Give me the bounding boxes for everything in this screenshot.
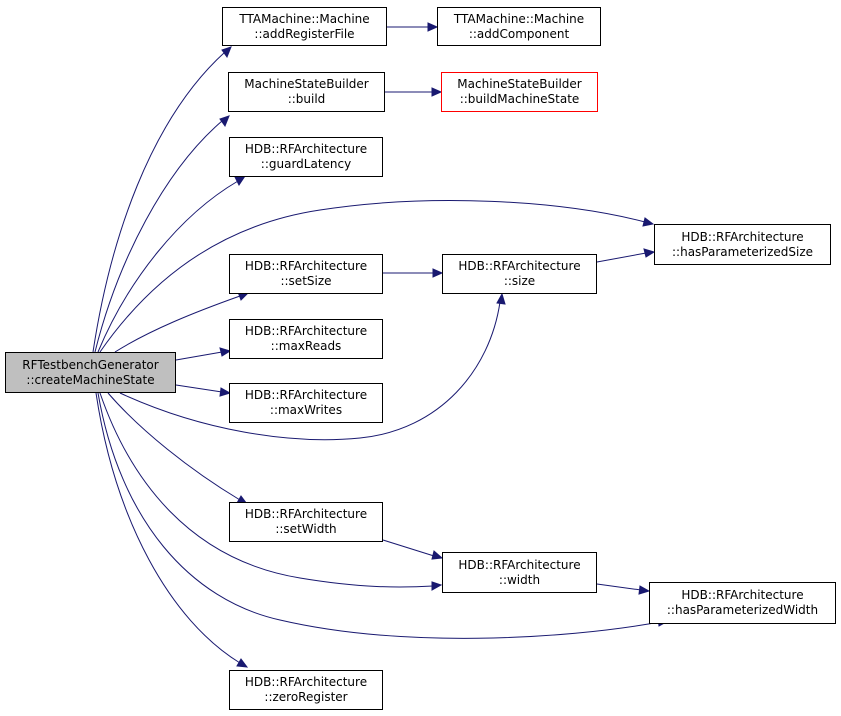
- node-line2: ::size: [503, 274, 536, 288]
- node-line1: HDB::RFArchitecture: [681, 229, 804, 244]
- edge-arrowhead: [431, 581, 443, 591]
- node-line1: HDB::RFArchitecture: [244, 388, 368, 402]
- edge-root-to-msb-build: [94, 120, 223, 353]
- edge-arrowhead: [642, 217, 655, 227]
- node-size[interactable]: HDB::RFArchitecture ::size: [442, 254, 597, 294]
- node-line1: MachineStateBuilder: [244, 77, 369, 91]
- edge-size-to-has-parameterized-size: [596, 252, 647, 263]
- node-width[interactable]: HDB::RFArchitecture ::width: [442, 552, 597, 593]
- edge-root-to-max-reads: [175, 351, 223, 361]
- edge-arrowhead: [496, 292, 506, 305]
- node-line2: ::setSize: [280, 274, 332, 288]
- node-line1: HDB::RFArchitecture: [244, 675, 368, 689]
- edge-arrowhead: [234, 175, 247, 186]
- edge-arrowhead: [431, 87, 443, 97]
- node-line2: ::hasParameterizedWidth: [666, 603, 819, 617]
- node-line2: ::build: [287, 92, 326, 106]
- edge-arrowhead: [643, 248, 656, 258]
- node-line2: ::hasParameterizedSize: [672, 244, 813, 259]
- node-line2: ::zeroRegister: [264, 690, 348, 704]
- node-line1: HDB::RFArchitecture: [244, 259, 368, 273]
- node-line2: ::guardLatency: [260, 157, 352, 171]
- edge-arrowhead: [638, 585, 651, 595]
- node-line1: HDB::RFArchitecture: [244, 507, 368, 521]
- node-line2: ::maxReads: [270, 339, 342, 353]
- node-line1: TTAMachine::Machine: [239, 11, 370, 26]
- edge-root-to-has-parameterized-width: [97, 392, 661, 639]
- edge-root-to-width: [99, 392, 434, 588]
- node-line1: HDB::RFArchitecture: [458, 557, 581, 572]
- edge-arrowhead: [432, 268, 444, 278]
- edge-root-to-set-width: [107, 392, 241, 501]
- node-line2: ::addComponent: [468, 26, 570, 41]
- node-line1: MachineStateBuilder: [457, 77, 582, 91]
- edge-root-to-guard-latency: [97, 180, 239, 353]
- node-add-component[interactable]: TTAMachine::Machine ::addComponent: [437, 7, 601, 46]
- edge-root-to-set-size: [114, 295, 241, 353]
- node-has-parameterized-width[interactable]: HDB::RFArchitecture ::hasParameterizedWi…: [649, 582, 836, 624]
- edge-arrowhead: [219, 347, 232, 357]
- edge-root-to-zero-register: [95, 392, 241, 664]
- node-zero-register[interactable]: HDB::RFArchitecture ::zeroRegister: [229, 670, 383, 710]
- edge-arrowhead: [219, 115, 230, 128]
- node-line2: ::createMachineState: [26, 372, 155, 387]
- edge-arrowhead: [236, 658, 249, 668]
- node-line2: ::setWidth: [275, 522, 337, 536]
- edge-arrowhead: [221, 46, 232, 59]
- edge-width-to-has-parameterized-width: [596, 583, 642, 591]
- node-line1: HDB::RFArchitecture: [458, 259, 581, 273]
- node-set-size[interactable]: HDB::RFArchitecture ::setSize: [229, 254, 383, 294]
- edge-arrowhead: [427, 22, 439, 32]
- node-line2: ::width: [498, 572, 541, 587]
- node-set-width[interactable]: HDB::RFArchitecture ::setWidth: [229, 502, 383, 542]
- edge-root-to-add-register-file: [92, 51, 226, 353]
- node-line1: TTAMachine::Machine: [453, 11, 585, 26]
- node-line2: ::addRegisterFile: [254, 26, 355, 41]
- edge-root-to-max-writes: [175, 384, 223, 393]
- node-create-machine-state[interactable]: RFTestbenchGenerator ::createMachineStat…: [5, 352, 176, 393]
- node-line2: ::buildMachineState: [459, 92, 580, 106]
- node-has-parameterized-size[interactable]: HDB::RFArchitecture ::hasParameterizedSi…: [654, 224, 831, 265]
- node-line2: ::maxWrites: [269, 403, 343, 417]
- node-line1: HDB::RFArchitecture: [681, 588, 804, 602]
- node-msb-build[interactable]: MachineStateBuilder ::build: [228, 72, 385, 112]
- node-max-reads[interactable]: HDB::RFArchitecture ::maxReads: [229, 319, 383, 359]
- node-line1: HDB::RFArchitecture: [244, 324, 368, 338]
- node-line1: HDB::RFArchitecture: [244, 142, 368, 156]
- node-line1: RFTestbenchGenerator: [22, 357, 159, 372]
- node-guard-latency[interactable]: HDB::RFArchitecture ::guardLatency: [229, 137, 383, 177]
- edge-arrowhead: [219, 387, 232, 397]
- node-add-register-file[interactable]: TTAMachine::Machine ::addRegisterFile: [222, 7, 387, 46]
- edge-set-width-to-width: [382, 539, 435, 557]
- node-build-machine-state[interactable]: MachineStateBuilder ::buildMachineState: [441, 72, 598, 112]
- edge-arrowhead: [431, 550, 444, 560]
- edge-root-to-has-parameterized-size: [99, 200, 646, 353]
- node-max-writes[interactable]: HDB::RFArchitecture ::maxWrites: [229, 383, 383, 423]
- edge-root-to-size: [119, 301, 501, 441]
